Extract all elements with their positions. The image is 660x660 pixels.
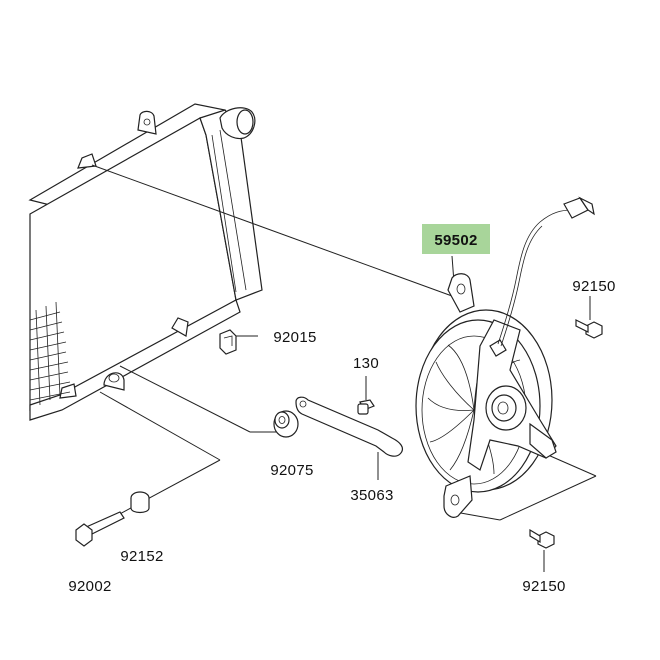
radiator — [28, 103, 263, 421]
part-label-bracket: 35063 — [350, 487, 393, 504]
part-label-bolt-top-right: 92150 — [572, 278, 615, 295]
part-label-screw-130: 130 — [353, 355, 379, 372]
part-label-bolt-bottom-right: 92150 — [522, 578, 565, 595]
bracket-35063 — [295, 396, 404, 457]
part-label-fan-assembly: 59502 — [434, 232, 477, 249]
screw-130 — [357, 399, 375, 415]
part-label-clip: 92015 — [273, 329, 316, 346]
radiator-fins — [29, 301, 71, 406]
grommet-92075 — [273, 410, 299, 438]
bolt-92150-top — [575, 319, 603, 339]
part-label-collar: 92152 — [120, 548, 163, 565]
part-label-highlight — [422, 224, 490, 254]
part-label-grommet: 92075 — [270, 462, 313, 479]
part-label-long-bolt: 92002 — [68, 578, 111, 595]
clip-92015 — [219, 329, 237, 355]
fan-assembly — [415, 196, 595, 518]
long-bolt-92002 — [75, 511, 125, 547]
bolt-92150-bottom — [529, 528, 555, 549]
collar-92152 — [130, 491, 150, 514]
